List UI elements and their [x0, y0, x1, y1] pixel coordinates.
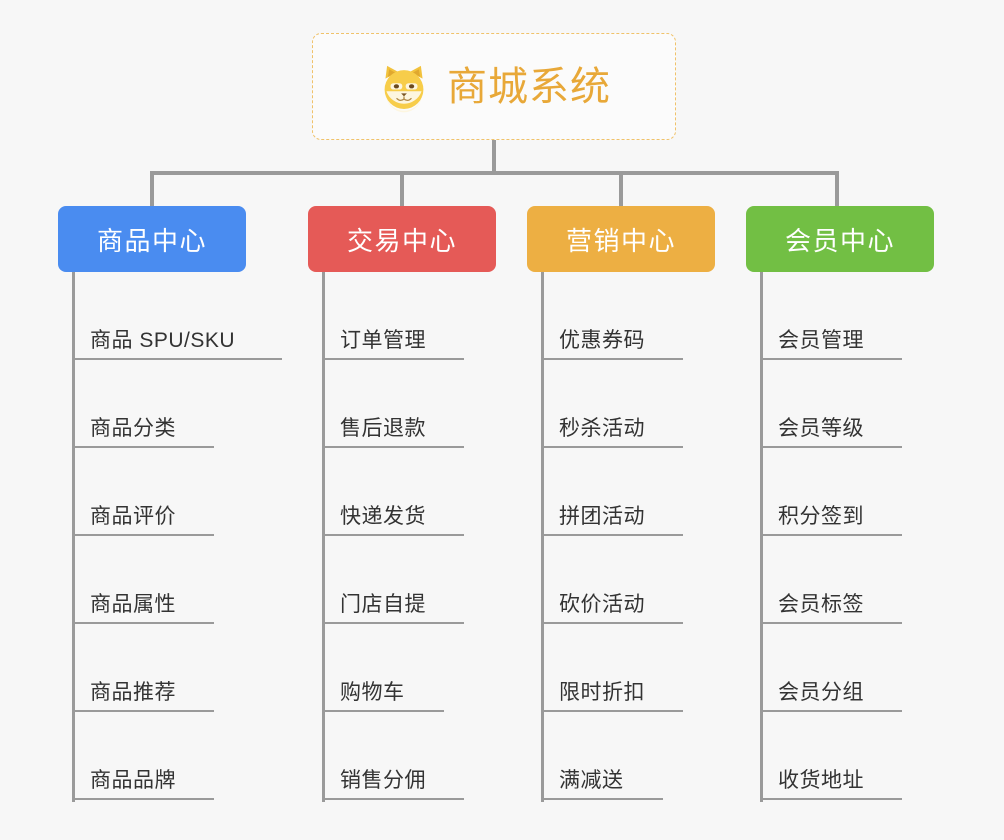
leaf-item-label: 会员等级	[778, 417, 864, 440]
category-node-member-center[interactable]: 会员中心	[746, 206, 934, 272]
connector-trunk-2	[322, 272, 325, 802]
leaf-item[interactable]: 收货地址	[746, 712, 934, 800]
leaf-item-label: 购物车	[340, 681, 405, 704]
leaf-item-label: 会员管理	[778, 329, 864, 352]
leaf-item-label: 售后退款	[340, 417, 426, 440]
leaf-item[interactable]: 砍价活动	[527, 536, 715, 624]
category-node-trade-center[interactable]: 交易中心	[308, 206, 496, 272]
leaf-item[interactable]: 商品分类	[58, 360, 246, 448]
category-label: 交易中心	[346, 225, 457, 256]
leaf-list-trade-center: 订单管理 售后退款 快递发货 门店自提 购物车 销售分佣	[308, 272, 496, 802]
leaf-item[interactable]: 拼团活动	[527, 448, 715, 536]
leaf-list-marketing-center: 优惠券码 秒杀活动 拼团活动 砍价活动 限时折扣 满减送	[527, 272, 715, 802]
leaf-item-label: 会员分组	[778, 681, 864, 704]
connector-drop-3	[619, 171, 623, 206]
shiba-dog-face-icon	[384, 65, 424, 112]
leaf-item-label: 拼团活动	[559, 505, 645, 528]
leaf-item[interactable]: 会员标签	[746, 536, 934, 624]
leaf-item[interactable]: 购物车	[308, 624, 496, 712]
root-node-mall-system[interactable]: 商城系统	[312, 33, 676, 140]
category-node-product-center[interactable]: 商品中心	[58, 206, 246, 272]
leaf-item[interactable]: 会员管理	[746, 272, 934, 360]
branch-column-trade-center: 交易中心 订单管理 售后退款 快递发货 门店自提 购物车 销售分佣	[308, 206, 496, 802]
leaf-item-label: 商品推荐	[90, 681, 176, 704]
connector-horizontal-bus	[150, 171, 838, 175]
leaf-item[interactable]: 会员等级	[746, 360, 934, 448]
leaf-item[interactable]: 快递发货	[308, 448, 496, 536]
leaf-item-label: 商品属性	[90, 593, 176, 616]
root-node-title: 商城系统	[447, 64, 611, 109]
leaf-item-label: 快递发货	[340, 505, 426, 528]
leaf-item-label: 秒杀活动	[559, 417, 645, 440]
leaf-item-label: 收货地址	[778, 769, 864, 792]
category-label: 会员中心	[784, 225, 895, 256]
leaf-item[interactable]: 满减送	[527, 712, 715, 800]
leaf-item[interactable]: 积分签到	[746, 448, 934, 536]
leaf-item[interactable]: 限时折扣	[527, 624, 715, 712]
leaf-item[interactable]: 商品推荐	[58, 624, 246, 712]
branch-column-member-center: 会员中心 会员管理 会员等级 积分签到 会员标签 会员分组 收货地址	[746, 206, 934, 802]
leaf-item[interactable]: 门店自提	[308, 536, 496, 624]
leaf-item[interactable]: 售后退款	[308, 360, 496, 448]
connector-trunk-4	[760, 272, 763, 802]
leaf-item-label: 优惠券码	[559, 329, 645, 352]
leaf-item[interactable]: 销售分佣	[308, 712, 496, 800]
leaf-item[interactable]: 商品 SPU/SKU	[58, 272, 282, 360]
root-node-content: 商城系统	[377, 60, 611, 114]
category-label: 营销中心	[565, 225, 676, 256]
connector-drop-4	[835, 171, 839, 206]
leaf-item-label: 商品评价	[90, 505, 176, 528]
connector-root-stem	[492, 140, 496, 174]
leaf-item[interactable]: 秒杀活动	[527, 360, 715, 448]
leaf-list-member-center: 会员管理 会员等级 积分签到 会员标签 会员分组 收货地址	[746, 272, 934, 802]
leaf-item-label: 门店自提	[340, 593, 426, 616]
category-node-marketing-center[interactable]: 营销中心	[527, 206, 715, 272]
leaf-item[interactable]: 优惠券码	[527, 272, 715, 360]
connector-trunk-3	[541, 272, 544, 802]
leaf-item[interactable]: 商品评价	[58, 448, 246, 536]
leaf-list-product-center: 商品 SPU/SKU 商品分类 商品评价 商品属性 商品推荐 商品品牌	[58, 272, 282, 802]
connector-drop-2	[400, 171, 404, 206]
leaf-item[interactable]: 订单管理	[308, 272, 496, 360]
leaf-item-label: 销售分佣	[340, 769, 426, 792]
leaf-item[interactable]: 商品品牌	[58, 712, 246, 800]
leaf-item-label: 限时折扣	[559, 681, 645, 704]
leaf-item-label: 商品分类	[90, 417, 176, 440]
leaf-item-label: 订单管理	[340, 329, 426, 352]
leaf-item-label: 会员标签	[778, 593, 864, 616]
connector-trunk-1	[72, 272, 75, 802]
category-label: 商品中心	[96, 225, 207, 256]
branch-column-marketing-center: 营销中心 优惠券码 秒杀活动 拼团活动 砍价活动 限时折扣 满减送	[527, 206, 715, 802]
leaf-item-label: 砍价活动	[559, 593, 645, 616]
leaf-item-label: 满减送	[559, 769, 624, 792]
branch-column-product-center: 商品中心 商品 SPU/SKU 商品分类 商品评价 商品属性 商品推荐 商品品牌	[58, 206, 282, 802]
leaf-item[interactable]: 商品属性	[58, 536, 246, 624]
leaf-item-label: 商品品牌	[90, 769, 176, 792]
leaf-item[interactable]: 会员分组	[746, 624, 934, 712]
connector-drop-1	[150, 171, 154, 206]
leaf-item-label: 商品 SPU/SKU	[90, 329, 236, 352]
leaf-item-label: 积分签到	[778, 505, 864, 528]
